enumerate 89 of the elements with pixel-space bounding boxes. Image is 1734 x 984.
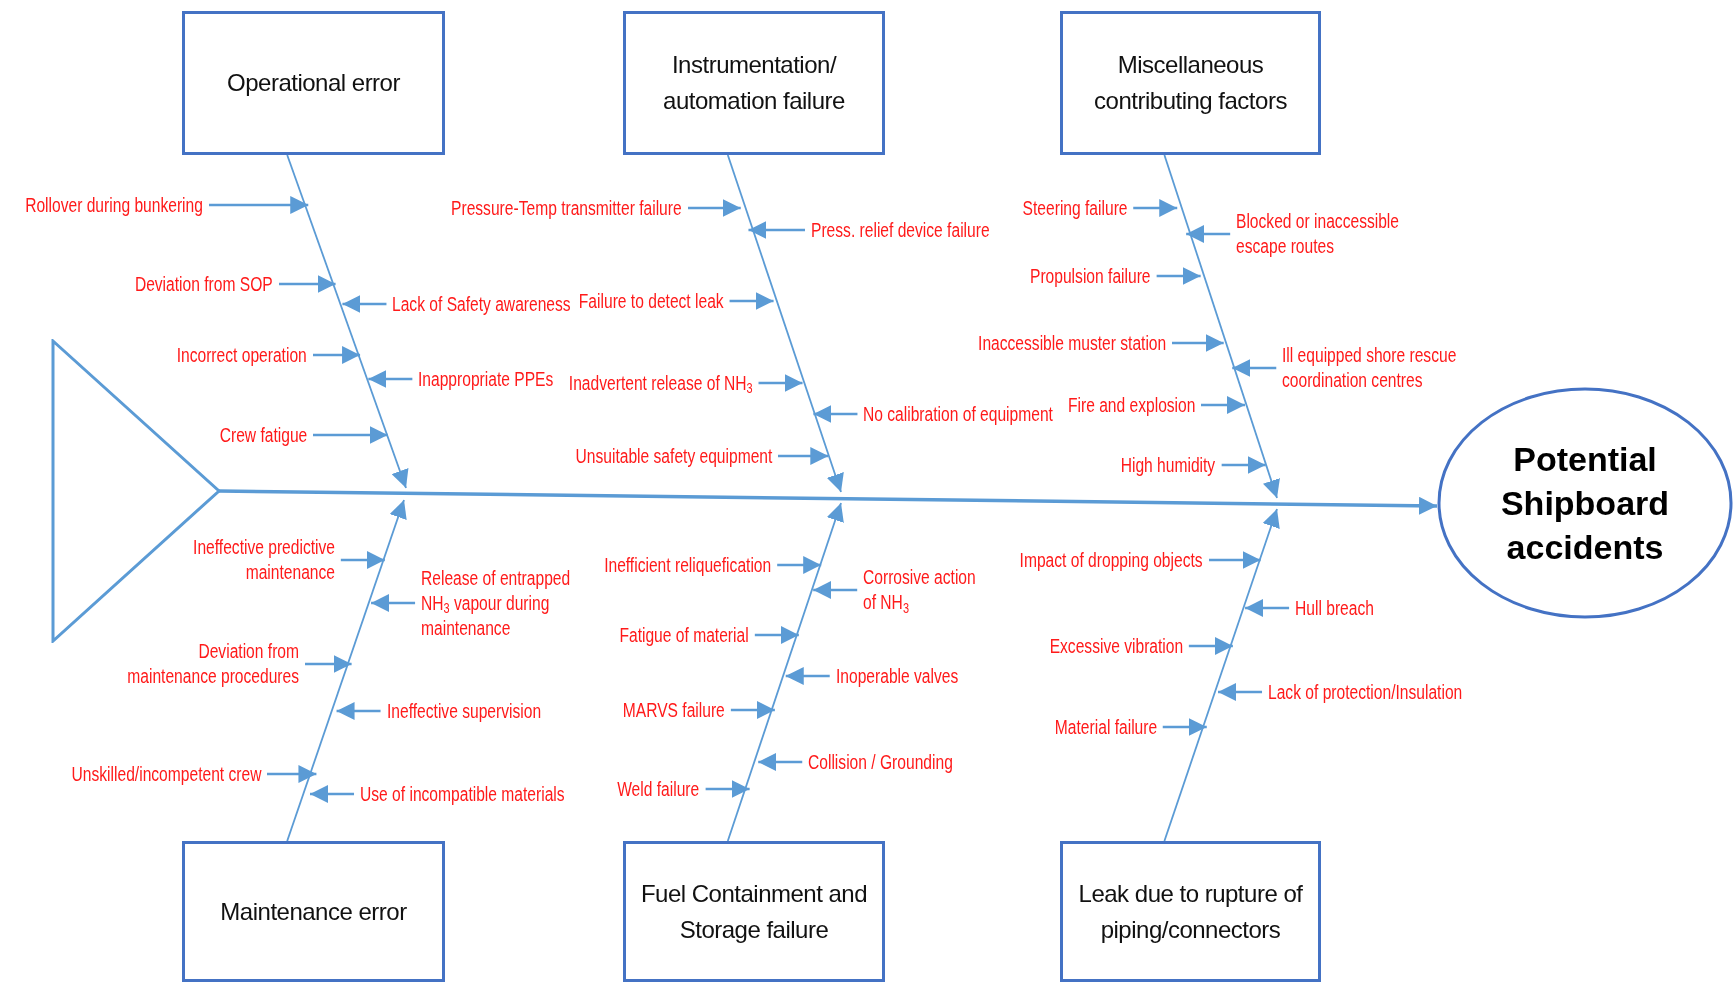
bone-arrow bbox=[1163, 508, 1280, 842]
cause-label: Ineffective supervision bbox=[386, 698, 541, 724]
spine-arrow bbox=[218, 489, 1438, 515]
arrow bbox=[1221, 456, 1266, 474]
cause-label: Excessive vibration bbox=[1049, 633, 1183, 659]
arrow bbox=[1209, 551, 1261, 569]
category-box: Operational error bbox=[182, 11, 445, 155]
arrow bbox=[313, 426, 388, 444]
arrow bbox=[368, 370, 413, 388]
cause-label: Pressure-Temp transmitter failure bbox=[451, 195, 682, 221]
cause-label: Ill equipped shore rescue coordination centres bbox=[1282, 343, 1478, 393]
arrow bbox=[371, 594, 416, 612]
arrow bbox=[1218, 683, 1262, 701]
cause-label: Lack of Safety awareness bbox=[392, 291, 572, 317]
bone-arrow bbox=[286, 499, 407, 842]
effect-label: Potential Shipboard accidents bbox=[1499, 438, 1671, 569]
bone-arrow bbox=[286, 154, 409, 489]
arrow bbox=[310, 785, 354, 803]
cause-label: No calibration of equipment bbox=[863, 401, 1054, 427]
cause-label: Ineffective predictive maintenance bbox=[171, 535, 335, 585]
bone-arrow bbox=[726, 502, 844, 842]
cause-label: Crew fatigue bbox=[219, 422, 307, 448]
arrow bbox=[813, 405, 858, 423]
arrow bbox=[279, 275, 336, 293]
arrow bbox=[1156, 267, 1201, 285]
arrow bbox=[729, 292, 774, 310]
cause-label: Failure to detect leak bbox=[578, 288, 724, 314]
cause-label: Inefficient reliquefication bbox=[604, 552, 772, 578]
cause-label: Rollover during bunkering bbox=[25, 192, 203, 218]
arrow bbox=[778, 447, 829, 465]
arrow bbox=[777, 556, 822, 574]
cause-label: Steering failure bbox=[1022, 195, 1128, 221]
arrow bbox=[785, 667, 830, 685]
cause-label: Use of incompatible materials bbox=[360, 781, 565, 807]
arrow bbox=[340, 551, 385, 569]
category-box: Maintenance error bbox=[182, 841, 445, 982]
cause-label: Inoperable valves bbox=[835, 663, 958, 689]
cause-label: High humidity bbox=[1121, 452, 1216, 478]
cause-label: Weld failure bbox=[617, 776, 700, 802]
arrow bbox=[267, 765, 317, 783]
arrow bbox=[313, 346, 361, 364]
cause-label: Corrosive action of NH$_{3}$ bbox=[863, 565, 988, 615]
arrow bbox=[336, 702, 381, 720]
arrow bbox=[813, 581, 858, 599]
arrow bbox=[688, 199, 741, 217]
cause-label: Impact of dropping objects bbox=[1020, 547, 1203, 573]
cause-label: Press. relief device failure bbox=[811, 217, 990, 243]
arrow bbox=[1162, 718, 1207, 736]
cause-label: Inappropriate PPEs bbox=[418, 366, 554, 392]
cause-label: Lack of protection/Insulation bbox=[1268, 679, 1463, 705]
cause-label: Deviation from maintenance procedures bbox=[115, 639, 299, 689]
cause-label: Fatigue of material bbox=[619, 622, 749, 648]
arrow bbox=[305, 655, 352, 673]
category-box: Leak due to rupture of piping/connectors bbox=[1060, 841, 1321, 982]
cause-label: MARVS failure bbox=[622, 697, 725, 723]
arrow bbox=[754, 626, 799, 644]
cause-label: Inadvertent release of NH$_{3}$ bbox=[568, 370, 753, 396]
category-box: Miscellaneous contributing factors bbox=[1060, 11, 1321, 155]
arrow bbox=[209, 196, 309, 214]
cause-label: Incorrect operation bbox=[176, 342, 307, 368]
bone-arrow bbox=[1163, 154, 1280, 499]
arrow bbox=[758, 374, 803, 392]
cause-label: Collision / Grounding bbox=[808, 749, 954, 775]
arrow bbox=[1232, 359, 1277, 377]
arrow bbox=[1245, 599, 1290, 617]
cause-label: Release of entrapped NH$_{3}$ vapour during maintenance bbox=[421, 565, 585, 641]
arrow bbox=[748, 221, 805, 239]
bone-arrow bbox=[726, 154, 844, 493]
arrow bbox=[1201, 396, 1245, 414]
arrow bbox=[342, 295, 387, 313]
cause-label: Hull breach bbox=[1295, 595, 1374, 621]
arrow bbox=[1188, 637, 1233, 655]
cause-label: Blocked or inaccessible escape routes bbox=[1236, 209, 1416, 259]
arrow bbox=[1172, 334, 1224, 352]
arrow bbox=[1133, 199, 1178, 217]
arrow bbox=[705, 780, 750, 798]
category-box: Instrumentation/ automation failure bbox=[623, 11, 885, 155]
cause-label: Unskilled/incompetent crew bbox=[71, 761, 261, 787]
arrow bbox=[1186, 225, 1231, 243]
cause-label: Propulsion failure bbox=[1030, 263, 1151, 289]
cause-label: Fire and explosion bbox=[1067, 392, 1195, 418]
arrow bbox=[730, 701, 775, 719]
arrow bbox=[758, 753, 803, 771]
cause-label: Unsuitable safety equipment bbox=[575, 443, 772, 469]
cause-label: Inaccessible muster station bbox=[977, 330, 1166, 356]
category-box: Fuel Containment and Storage failure bbox=[623, 841, 885, 982]
effect-ellipse bbox=[1437, 387, 1733, 619]
cause-label: Deviation from SOP bbox=[135, 271, 273, 297]
cause-label: Material failure bbox=[1054, 714, 1157, 740]
